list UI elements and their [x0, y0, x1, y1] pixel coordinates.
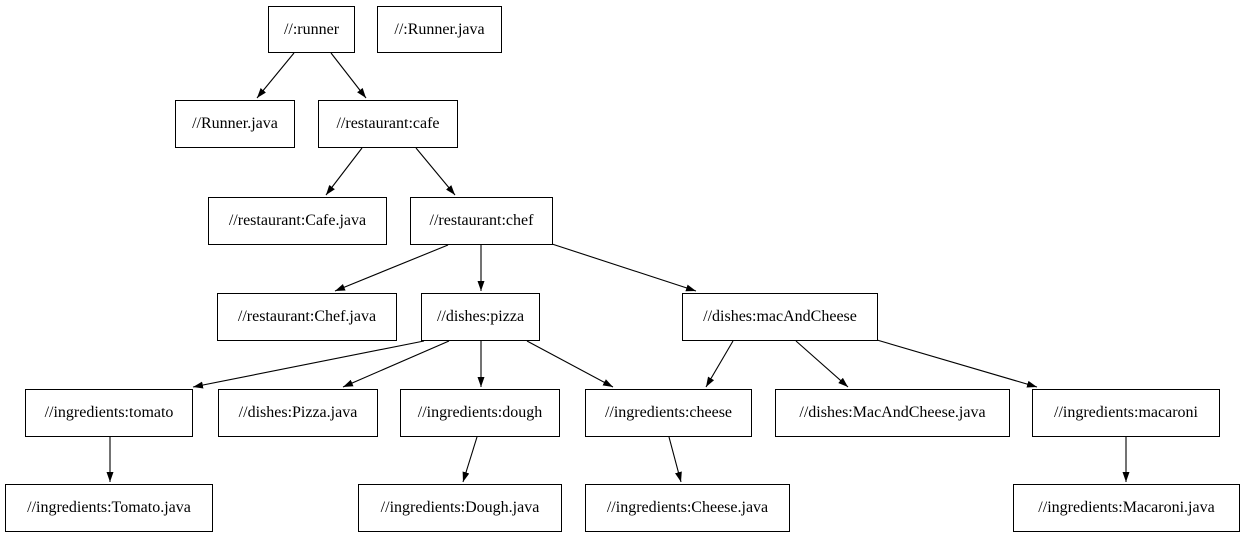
edge-pizza-to-tomato [192, 340, 425, 389]
edge-mac-to-macaroni [876, 339, 1038, 388]
edge-runner-to-cafe [330, 52, 367, 99]
graph-node-mac-java: //dishes:MacAndCheese.java [775, 389, 1010, 437]
graph-node-macaroni: //ingredients:macaroni [1032, 389, 1220, 437]
edge-pizza-to-cheese [526, 340, 614, 388]
graph-node-chef-java: //restaurant:Chef.java [217, 293, 397, 341]
graph-node-runner-src: //:Runner.java [377, 6, 502, 53]
edge-chef-to-chef-java [334, 244, 449, 292]
graph-node-chef: //restaurant:chef [410, 197, 553, 245]
edge-cheese-to-cheese-java [668, 436, 682, 483]
graph-node-mac: //dishes:macAndCheese [682, 293, 878, 341]
graph-node-cafe: //restaurant:cafe [318, 100, 458, 148]
graph-node-tomato: //ingredients:tomato [25, 389, 193, 437]
edge-mac-to-mac-java [795, 340, 849, 388]
edge-pizza-to-pizza-java [342, 340, 450, 388]
graph-node-cheese: //ingredients:cheese [585, 389, 752, 437]
graph-node-pizza: //dishes:pizza [421, 293, 540, 341]
graph-node-runner: //:runner [268, 6, 355, 53]
edge-cafe-to-chef [415, 147, 456, 196]
edge-chef-to-mac [551, 243, 697, 292]
edge-mac-to-cheese [705, 340, 734, 388]
graph-node-pizza-java: //dishes:Pizza.java [218, 389, 378, 437]
graph-node-dough: //ingredients:dough [400, 389, 560, 437]
edge-cafe-to-cafe-java [325, 147, 363, 196]
edge-dough-to-dough-java [462, 436, 478, 483]
graph-node-macaroni-java: //ingredients:Macaroni.java [1013, 484, 1240, 532]
graph-node-cheese-java: //ingredients:Cheese.java [585, 484, 790, 532]
graph-node-dough-java: //ingredients:Dough.java [358, 484, 562, 532]
graph-node-tomato-java: //ingredients:Tomato.java [5, 484, 213, 532]
edge-runner-to-runner-java [256, 52, 295, 99]
graph-node-cafe-java: //restaurant:Cafe.java [208, 197, 387, 245]
graph-node-runner-java: //Runner.java [175, 100, 295, 148]
